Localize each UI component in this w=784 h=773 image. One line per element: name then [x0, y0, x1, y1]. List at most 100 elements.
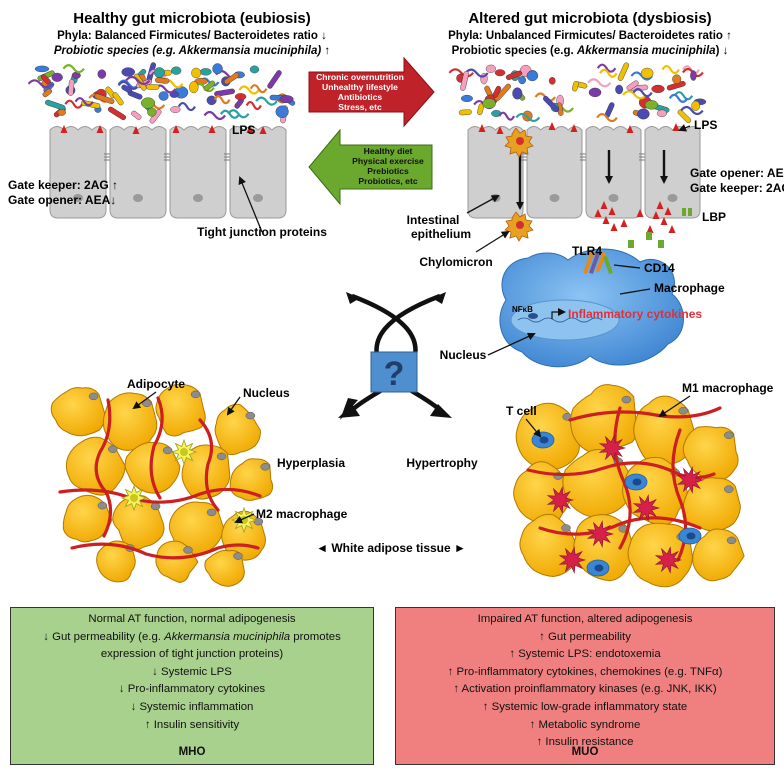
microbe [62, 64, 85, 74]
lps-particle [620, 219, 628, 227]
muo-line-4: ↑ Pro-inflammatory cytokines, chemokines… [447, 665, 723, 678]
question-box [370, 351, 418, 393]
lps-particle [610, 223, 618, 231]
microbe [64, 99, 84, 109]
cell-nucleus-icon [667, 194, 678, 202]
lps-translocation-arrows [516, 148, 668, 210]
adipocyte-nucleus-icon [726, 536, 737, 545]
epithelial-cell [585, 126, 642, 219]
eubiosis-factors-arrow: Healthy diet Physical exercise Prebiotic… [308, 128, 433, 206]
mho-line-1: Normal AT function, normal adipogenesis [88, 613, 296, 625]
m1-label: M1 macrophage [682, 381, 774, 395]
microbe [458, 109, 472, 116]
microbe [477, 103, 485, 116]
microbe [492, 85, 502, 98]
microbe [27, 79, 54, 89]
microbe [214, 88, 235, 97]
microbe [279, 95, 294, 104]
chylomicron-pointer [475, 230, 510, 253]
tlr4-receptor [583, 250, 613, 275]
blood-vessel [149, 396, 164, 500]
microbe [74, 97, 94, 107]
chylomicron-icon [504, 127, 534, 158]
microbe [651, 84, 665, 94]
blood-vessel [613, 406, 632, 550]
adipocyte-cell [627, 522, 693, 588]
mho-line-5: ↓ Pro-inflammatory cytokines [118, 683, 266, 696]
m1-pointer [658, 395, 691, 418]
microbe [691, 100, 701, 111]
adipocyte-nucleus-icon [245, 411, 256, 420]
tcell-label: T cell [506, 404, 537, 418]
lps-particle [259, 126, 267, 134]
svg-text:Physical exercise: Physical exercise [352, 156, 424, 166]
muo-line-5: ↑ Activation proinflammatory kinases (e.… [453, 683, 717, 696]
microbe [596, 63, 617, 73]
microbe [234, 93, 247, 101]
healthy-lps-particles [60, 125, 267, 134]
adipocyte-cell [682, 426, 739, 482]
microbe [199, 68, 212, 76]
altered-microbiota-layer [448, 62, 707, 124]
chylomicron-label: Chylomicron [419, 255, 492, 269]
lps-particle [208, 125, 216, 133]
lps-particle [600, 201, 608, 209]
microbe [158, 91, 169, 101]
healthy-title: Healthy gut microbiota (eubiosis) [73, 10, 311, 27]
tcell-pointer [525, 418, 542, 438]
lbp-label: LBP [702, 210, 726, 224]
cell-nucleus-icon [133, 194, 143, 202]
blood-vessel [94, 398, 113, 538]
microbe [680, 105, 704, 116]
epithelial-cell [169, 126, 227, 219]
adipocyte-nucleus-icon [206, 508, 217, 517]
microbe [656, 109, 667, 117]
adipocyte-nucleus-icon [162, 446, 173, 455]
mho-label: MHO [178, 746, 206, 759]
adipocyte-nucleus-icon [621, 395, 632, 404]
lps-particle [646, 225, 654, 233]
adipocyte-nucleus-icon [88, 392, 99, 401]
m2-pointer [234, 513, 255, 524]
intestinal-label-2: epithelium [411, 227, 471, 241]
healthy-lps-label: LPS [232, 123, 255, 137]
microbe [518, 76, 527, 85]
microbe [460, 71, 469, 91]
svg-text:Healthy diet: Healthy diet [364, 146, 413, 156]
adipocyte-nucleus-icon [678, 407, 688, 415]
healthy-epithelium [49, 126, 287, 219]
m1-macrophage-icon [632, 494, 661, 522]
microbe [668, 93, 689, 103]
macrophage-cell [499, 248, 684, 368]
lps-particle [548, 122, 556, 130]
microbe [219, 109, 241, 119]
microbe [615, 84, 624, 95]
healthy-phyla: Phyla: Balanced Firmicutes/ Bacteroidete… [57, 30, 327, 42]
intestinal-label-1: Intestinal [407, 213, 460, 227]
nfkb-label: NFκB [512, 305, 533, 314]
nucleus-pointer [487, 332, 536, 356]
adipocyte-nucleus-icon [260, 463, 270, 471]
adipocyte-nucleus-icon [183, 546, 193, 554]
lps-particle [246, 125, 254, 133]
microbe [460, 94, 473, 103]
adipocyte-cell [96, 540, 136, 583]
microbe [661, 64, 680, 75]
altered-gate-opener: Gate opener: AEA ↑ [690, 166, 784, 180]
svg-text:Probiotics, etc: Probiotics, etc [358, 176, 417, 186]
altered-probiotic: Probiotic species (e.g. Akkermansia muci… [452, 45, 729, 57]
microbe [34, 65, 50, 73]
adipocyte-nucleus-icon [97, 501, 108, 510]
microbe [596, 112, 618, 123]
macrophage-pointer [619, 288, 651, 295]
microbe [107, 106, 127, 121]
microbe [448, 68, 475, 78]
tight-junction-label: Tight junction proteins [197, 225, 327, 239]
microbe [249, 84, 268, 94]
healthy-gate-keeper: Gate keeper: 2AG ↑ [8, 178, 118, 192]
adipocyte-nucleus-icon [233, 552, 243, 560]
microbe [672, 74, 682, 84]
microbe [626, 80, 639, 91]
t-cell-nucleus-icon [686, 532, 696, 540]
muo-line-2: ↑ Gut permeability [539, 630, 631, 643]
